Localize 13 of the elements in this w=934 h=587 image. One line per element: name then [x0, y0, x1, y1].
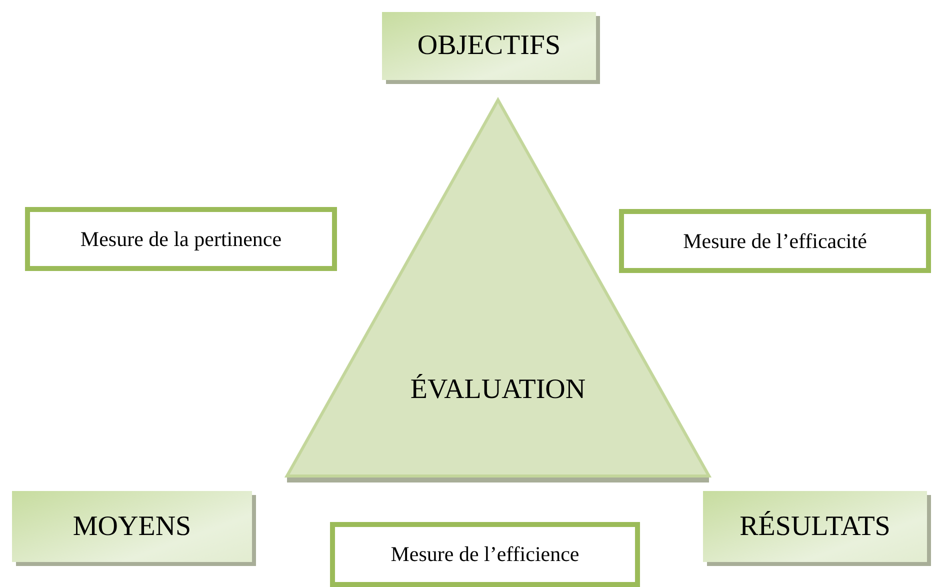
node-label: OBJECTIFS: [417, 30, 561, 62]
node-label: Mesure de l’efficience: [390, 542, 580, 567]
node-label: RÉSULTATS: [740, 510, 890, 542]
measure-box: [619, 209, 931, 273]
measure-box: [330, 522, 640, 587]
label-box: [12, 491, 252, 562]
label-box: [382, 12, 596, 80]
label-box: [703, 491, 927, 562]
measure-box: [25, 207, 337, 271]
node-label: Mesure de l’efficacité: [683, 228, 867, 254]
node-label: Mesure de la pertinence: [80, 226, 282, 252]
node-label: ÉVALUATION: [410, 374, 586, 406]
node-label: MOYENS: [72, 510, 192, 542]
